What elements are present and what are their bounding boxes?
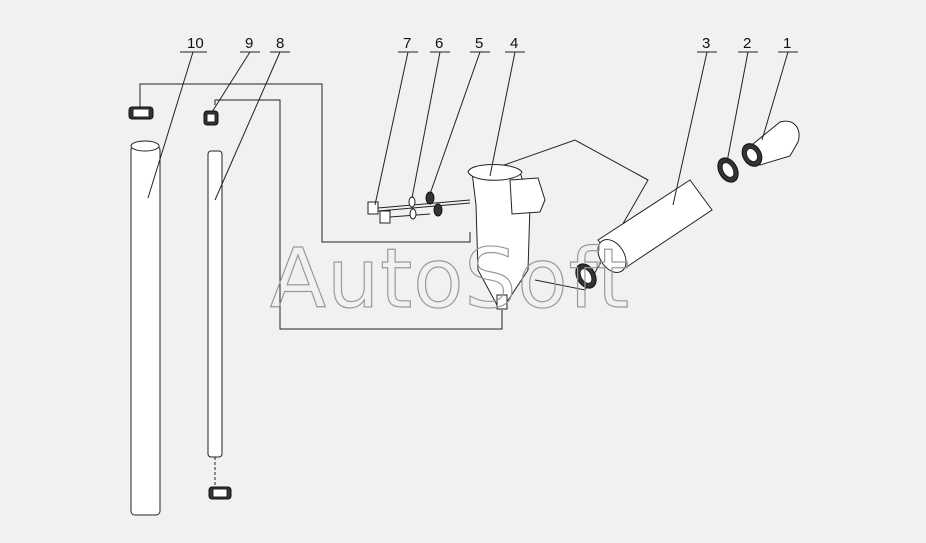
part-1-elbow-pipe xyxy=(741,120,800,167)
callout-4: 4 xyxy=(510,35,518,52)
callout-10: 10 xyxy=(187,35,204,52)
part-3-clamp xyxy=(575,263,597,289)
callout-leaders xyxy=(147,51,798,206)
part-3-hose xyxy=(597,179,713,273)
part-2-clamp xyxy=(717,157,739,183)
callout-5: 5 xyxy=(475,35,483,52)
watermark-text: AutoSoft xyxy=(270,232,630,327)
part-8-hose xyxy=(207,150,223,485)
part-9-clamp-bottom xyxy=(208,486,232,500)
part-9-clamp-top xyxy=(203,110,219,126)
part-10-hose xyxy=(130,140,161,516)
part-5-washer xyxy=(425,191,443,217)
assembly-guide-lines xyxy=(139,83,649,330)
part-4-filter-housing xyxy=(467,164,546,310)
callout-2: 2 xyxy=(743,35,751,52)
callout-9: 9 xyxy=(245,35,253,52)
callout-3: 3 xyxy=(702,35,710,52)
callout-8: 8 xyxy=(276,35,284,52)
part-6-washer xyxy=(408,196,417,220)
callout-6: 6 xyxy=(435,35,443,52)
part-10-clamp xyxy=(128,106,154,120)
callout-1: 1 xyxy=(783,35,791,52)
callout-7: 7 xyxy=(403,35,411,52)
part-7-bolt xyxy=(367,199,471,224)
callout-labels: 10 9 8 7 6 5 4 3 2 1 xyxy=(187,35,791,52)
